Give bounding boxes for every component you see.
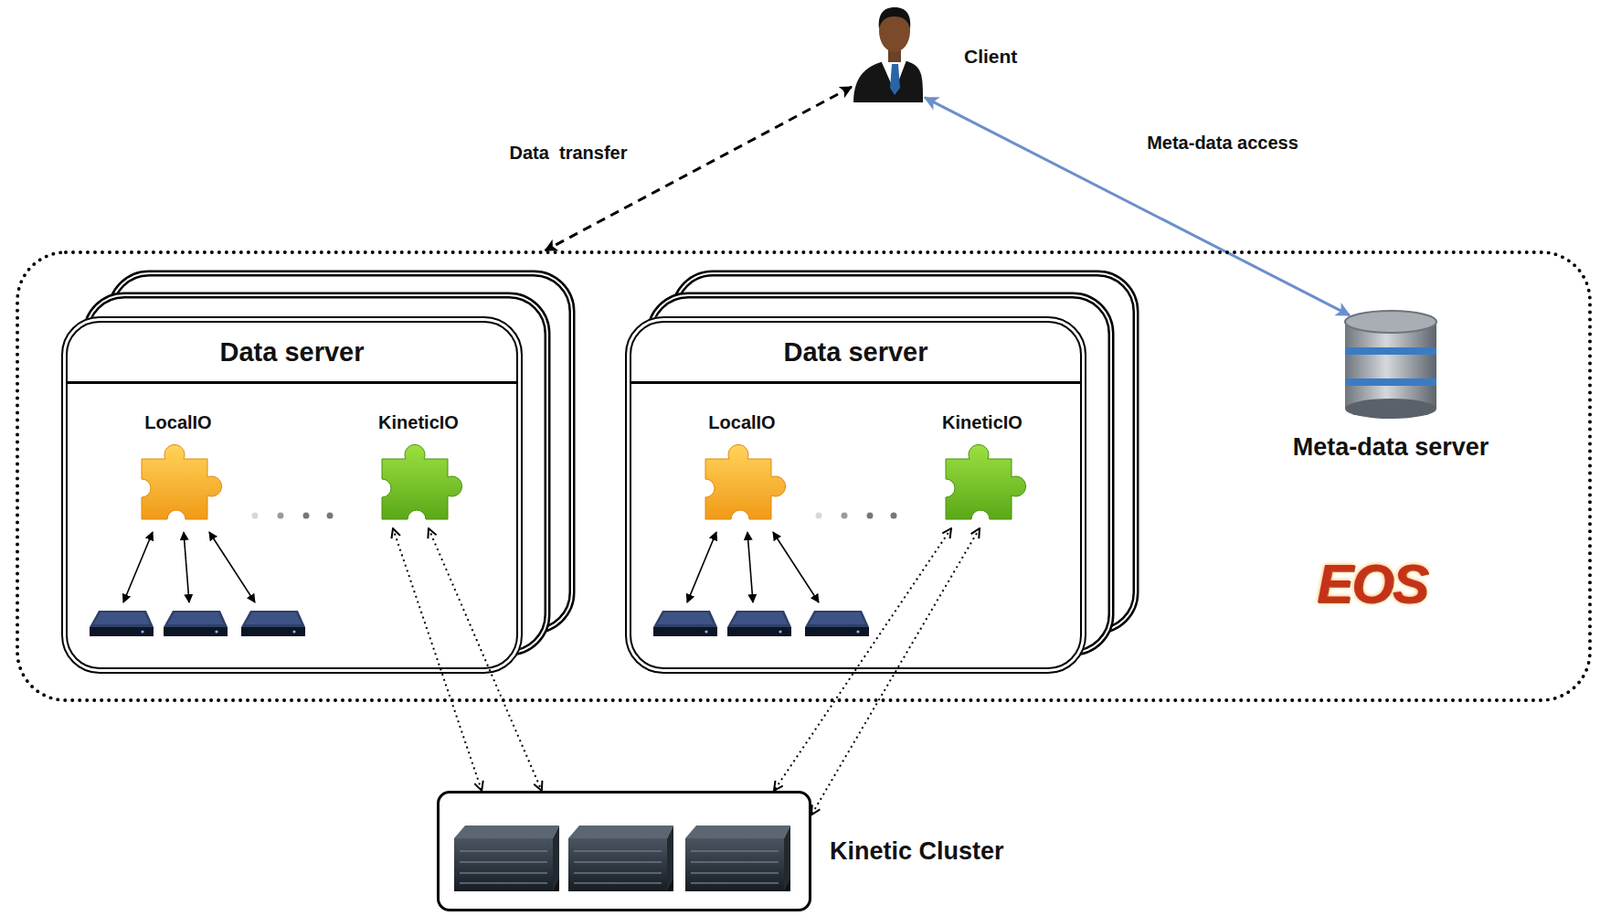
data-server-stack [61, 273, 573, 674]
kinetic-drive [568, 825, 674, 891]
box-title: Data server [67, 322, 517, 384]
kinetic-link [773, 528, 952, 791]
kinetic-link [428, 528, 542, 791]
kineticio-plugin: KineticIO [936, 438, 1028, 529]
data-transfer-arrow [545, 86, 852, 251]
node-label: LocalIO [708, 412, 775, 434]
kinetic-cluster-box: Kinetic Cluster [436, 790, 812, 912]
node-label: Client [964, 45, 1018, 68]
data-server-box: LocalIO KineticIO Data server [61, 316, 523, 674]
eos-region: LocalIO KineticIO Data serverLocalIO Kineti… [15, 250, 1592, 702]
data-server-box: LocalIO KineticIO Data server [625, 316, 1087, 674]
data-server-stack [625, 273, 1136, 674]
metadata-access-arrow [924, 97, 1350, 316]
kinetic-drive [454, 825, 560, 891]
localio-plugin: LocalIO [132, 438, 224, 529]
edge-label: Data transfer [507, 141, 631, 165]
database-icon [1345, 310, 1437, 419]
kinetic-drive [685, 825, 791, 891]
node-label: Kinetic Cluster [829, 837, 1005, 866]
metadata-server: Meta-data server [1345, 310, 1437, 421]
kineticio-plugin: KineticIO [372, 438, 465, 529]
box-title: Data server [631, 322, 1081, 384]
localio-plugin: LocalIO [696, 438, 788, 529]
node-label: EOS [1316, 551, 1428, 615]
node-label: LocalIO [144, 412, 212, 434]
client-node: Client [851, 5, 925, 103]
node-label: Meta-data server [1292, 433, 1490, 462]
node-label: KineticIO [942, 412, 1023, 434]
edge-label: Meta-data access [1144, 131, 1302, 155]
client-icon [853, 7, 923, 103]
node-label: KineticIO [378, 412, 459, 434]
kinetic-link [392, 528, 482, 791]
